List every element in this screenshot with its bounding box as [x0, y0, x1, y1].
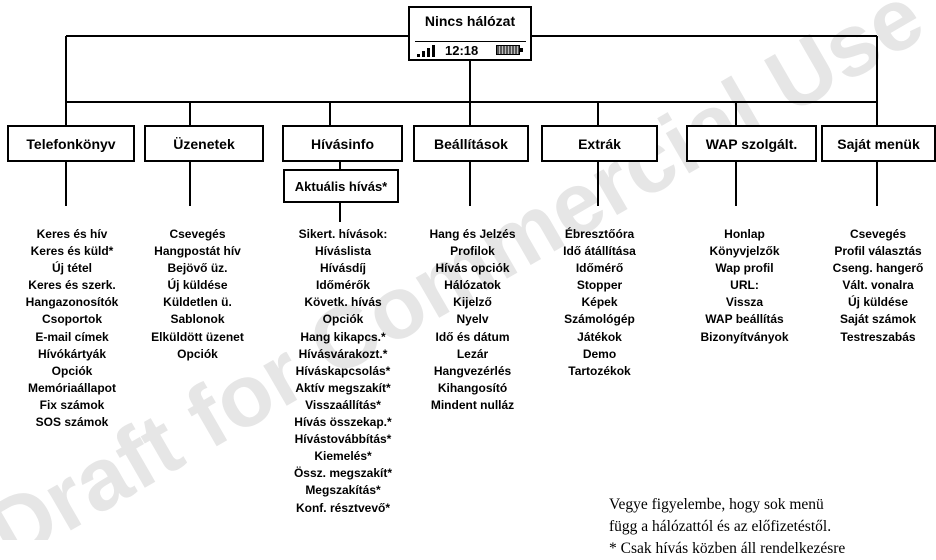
menu-item: Kiemelés*	[314, 449, 372, 464]
menu-item: Játékok	[577, 329, 622, 344]
menu-item: Követk. hívás	[304, 295, 382, 310]
footnote-line-3: * Csak hívás közben áll rendelkezésre	[609, 540, 846, 557]
menu-item: Keres és szerk.	[28, 278, 116, 293]
menu-item: Hangvezérlés	[433, 363, 512, 378]
menu-item: Lezár	[456, 346, 489, 361]
menu-item: Stopper	[576, 278, 623, 293]
menu-item: Bizonyítványok	[700, 329, 789, 344]
menu-item: Megszakítás*	[305, 483, 381, 498]
menu-item: Vissza	[725, 295, 764, 310]
menu-item: Új küldése	[167, 278, 228, 293]
menu-item: Új küldése	[847, 295, 909, 310]
menu-item: Sikert. hívások:	[298, 227, 388, 241]
menu-item: Híváslista	[314, 244, 372, 259]
menu-item: Hang kikapcs.*	[300, 329, 386, 344]
menu-item: Keres és hív	[36, 227, 108, 241]
menu-item: Bejövő üz.	[167, 261, 228, 276]
menu-item: Képek	[581, 295, 618, 310]
menu-item: Össz. megszakít*	[293, 466, 393, 481]
menu-item: Csoportok	[42, 312, 102, 327]
menu-item: Visszaállítás*	[305, 397, 381, 412]
menu-item: Küldetlen ü.	[163, 295, 232, 310]
menu-item: Hívás összekap.*	[294, 415, 392, 430]
menu-item: Honlap	[724, 227, 765, 241]
submenu-aktualis-hivas: Aktuális hívás*	[283, 169, 399, 203]
menu-item: Ébresztőóra	[564, 227, 635, 241]
menu-item: Konf. résztvevő*	[295, 500, 391, 515]
menu-item: Opciók	[51, 363, 93, 378]
menu-item: Csevegés	[849, 227, 907, 241]
menu-item: Hívásdíj	[319, 261, 367, 276]
footnote-line-1: Vegye figyelembe, hogy sok menü	[609, 496, 824, 513]
menu-beallitasok: Beállítások	[413, 125, 529, 162]
menu-item: Hívás opciók	[435, 261, 510, 276]
menu-item: Elküldött üzenet	[151, 329, 244, 344]
menu-telefonkonyv: Telefonkönyv	[7, 125, 135, 162]
menu-item: Memóriaállapot	[27, 380, 117, 395]
menu-item: Saját számok	[839, 312, 917, 327]
menu-item: Opciók	[177, 346, 218, 361]
menu-hivasinfo: Hívásinfo	[282, 125, 403, 162]
menu-item: Hívástovábbítás*	[294, 432, 392, 447]
menu-item: Keres és küld*	[30, 244, 114, 259]
menu-item: Opciók	[322, 312, 364, 327]
menu-uzenetek: Üzenetek	[144, 125, 264, 162]
signal-bars-icon	[417, 45, 441, 57]
footnote: Vegye figyelembe, hogy sok menü függ a h…	[609, 494, 936, 560]
menu-item: Idő átállítása	[563, 244, 636, 259]
menu-item: Hangpostát hív	[154, 244, 241, 259]
menu-item: Hangazonosítók	[25, 295, 119, 310]
menu-item: Új tétel	[51, 261, 92, 276]
menu-item: Időmérők	[315, 278, 370, 293]
menu-item: Hálózatok	[444, 278, 501, 293]
menu-item: Kijelző	[453, 295, 492, 310]
menu-item: Hívókártyák	[37, 346, 107, 361]
menu-item: Számológép	[564, 312, 635, 327]
idle-screen-node: Nincs hálózat 12:18	[408, 6, 532, 61]
menu-item: URL:	[730, 278, 759, 293]
menu-item: Hívásvárakozt.*	[298, 346, 388, 361]
network-status-title: Nincs hálózat	[424, 13, 516, 29]
clock: 12:18	[445, 43, 479, 58]
menu-item: Vált. vonalra	[842, 278, 914, 293]
menu-item: E-mail címek	[35, 329, 109, 344]
menu-item: Csevegés	[169, 227, 226, 241]
menu-sajat-menuk: Saját menük	[821, 125, 936, 162]
menu-item: Híváskapcsolás*	[295, 363, 391, 378]
menu-item: Profilok	[450, 244, 495, 259]
menu-item: Időmérő	[575, 261, 624, 276]
status-bar: 12:18	[415, 41, 526, 58]
menu-item: Sablonok	[170, 312, 225, 327]
menu-item: Nyelv	[456, 312, 489, 327]
menu-item: Mindent nulláz	[430, 397, 515, 412]
menu-item: Cseng. hangerő	[832, 261, 924, 276]
menu-wap: WAP szolgált.	[686, 125, 817, 162]
menu-item: WAP beállítás	[705, 312, 784, 327]
menu-item: Hang és Jelzés	[429, 227, 516, 241]
menu-item: Wap profil	[715, 261, 774, 276]
menu-item: Könyvjelzők	[709, 244, 780, 259]
menu-item: Testreszabás	[840, 329, 916, 344]
connector-lines	[65, 35, 878, 222]
menu-extrak: Extrák	[541, 125, 658, 162]
menu-item: SOS számok	[35, 415, 109, 430]
footnote-line-2: függ a hálózattól és az előfizetéstől.	[609, 518, 832, 535]
menu-item: Aktív megszakít*	[295, 380, 391, 395]
menu-item: Idő és dátum	[435, 329, 510, 344]
menu-item: Kihangosító	[437, 380, 508, 395]
battery-icon	[496, 45, 523, 55]
menu-item: Demo	[582, 346, 617, 361]
menu-item: Fix számok	[39, 397, 105, 412]
menu-item: Tartozékok	[568, 363, 631, 378]
menu-item: Profil választás	[834, 244, 922, 259]
